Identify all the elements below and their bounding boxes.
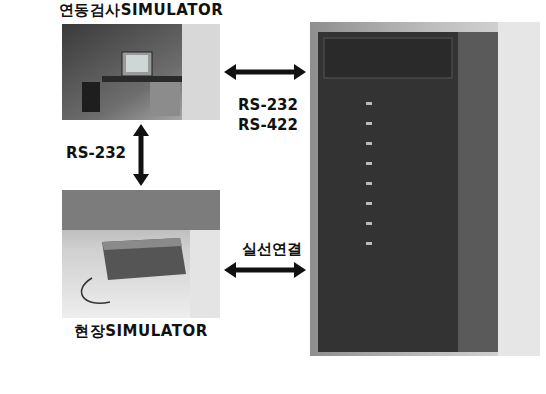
photo-field-simulator [62,190,220,318]
arrow-head [224,262,236,278]
link-arrow [224,64,306,80]
photo-box: 현장SIMULATOR [62,190,220,318]
link-line [234,70,296,75]
photo-room [62,24,220,120]
link-label: RS-232 [64,142,128,164]
photo-box [310,22,540,356]
link-label: RS-232 RS-422 [234,94,302,137]
link-label: 실선연결 [240,238,304,260]
arrow-head [224,64,236,80]
simulator-name: 현장SIMULATOR [74,322,208,341]
arrow-head [294,64,306,80]
arrow-head [133,124,149,136]
arrow-head [294,262,306,278]
photo-box: 연동검사SIMULATOR [62,24,220,120]
link-arrow [224,262,306,278]
photo-cabinet [310,22,540,356]
link-line [139,134,144,176]
simulator-name: 연동검사SIMULATOR [59,1,224,20]
link-line [234,268,296,273]
arrow-head [133,174,149,186]
link-arrow [133,124,149,186]
